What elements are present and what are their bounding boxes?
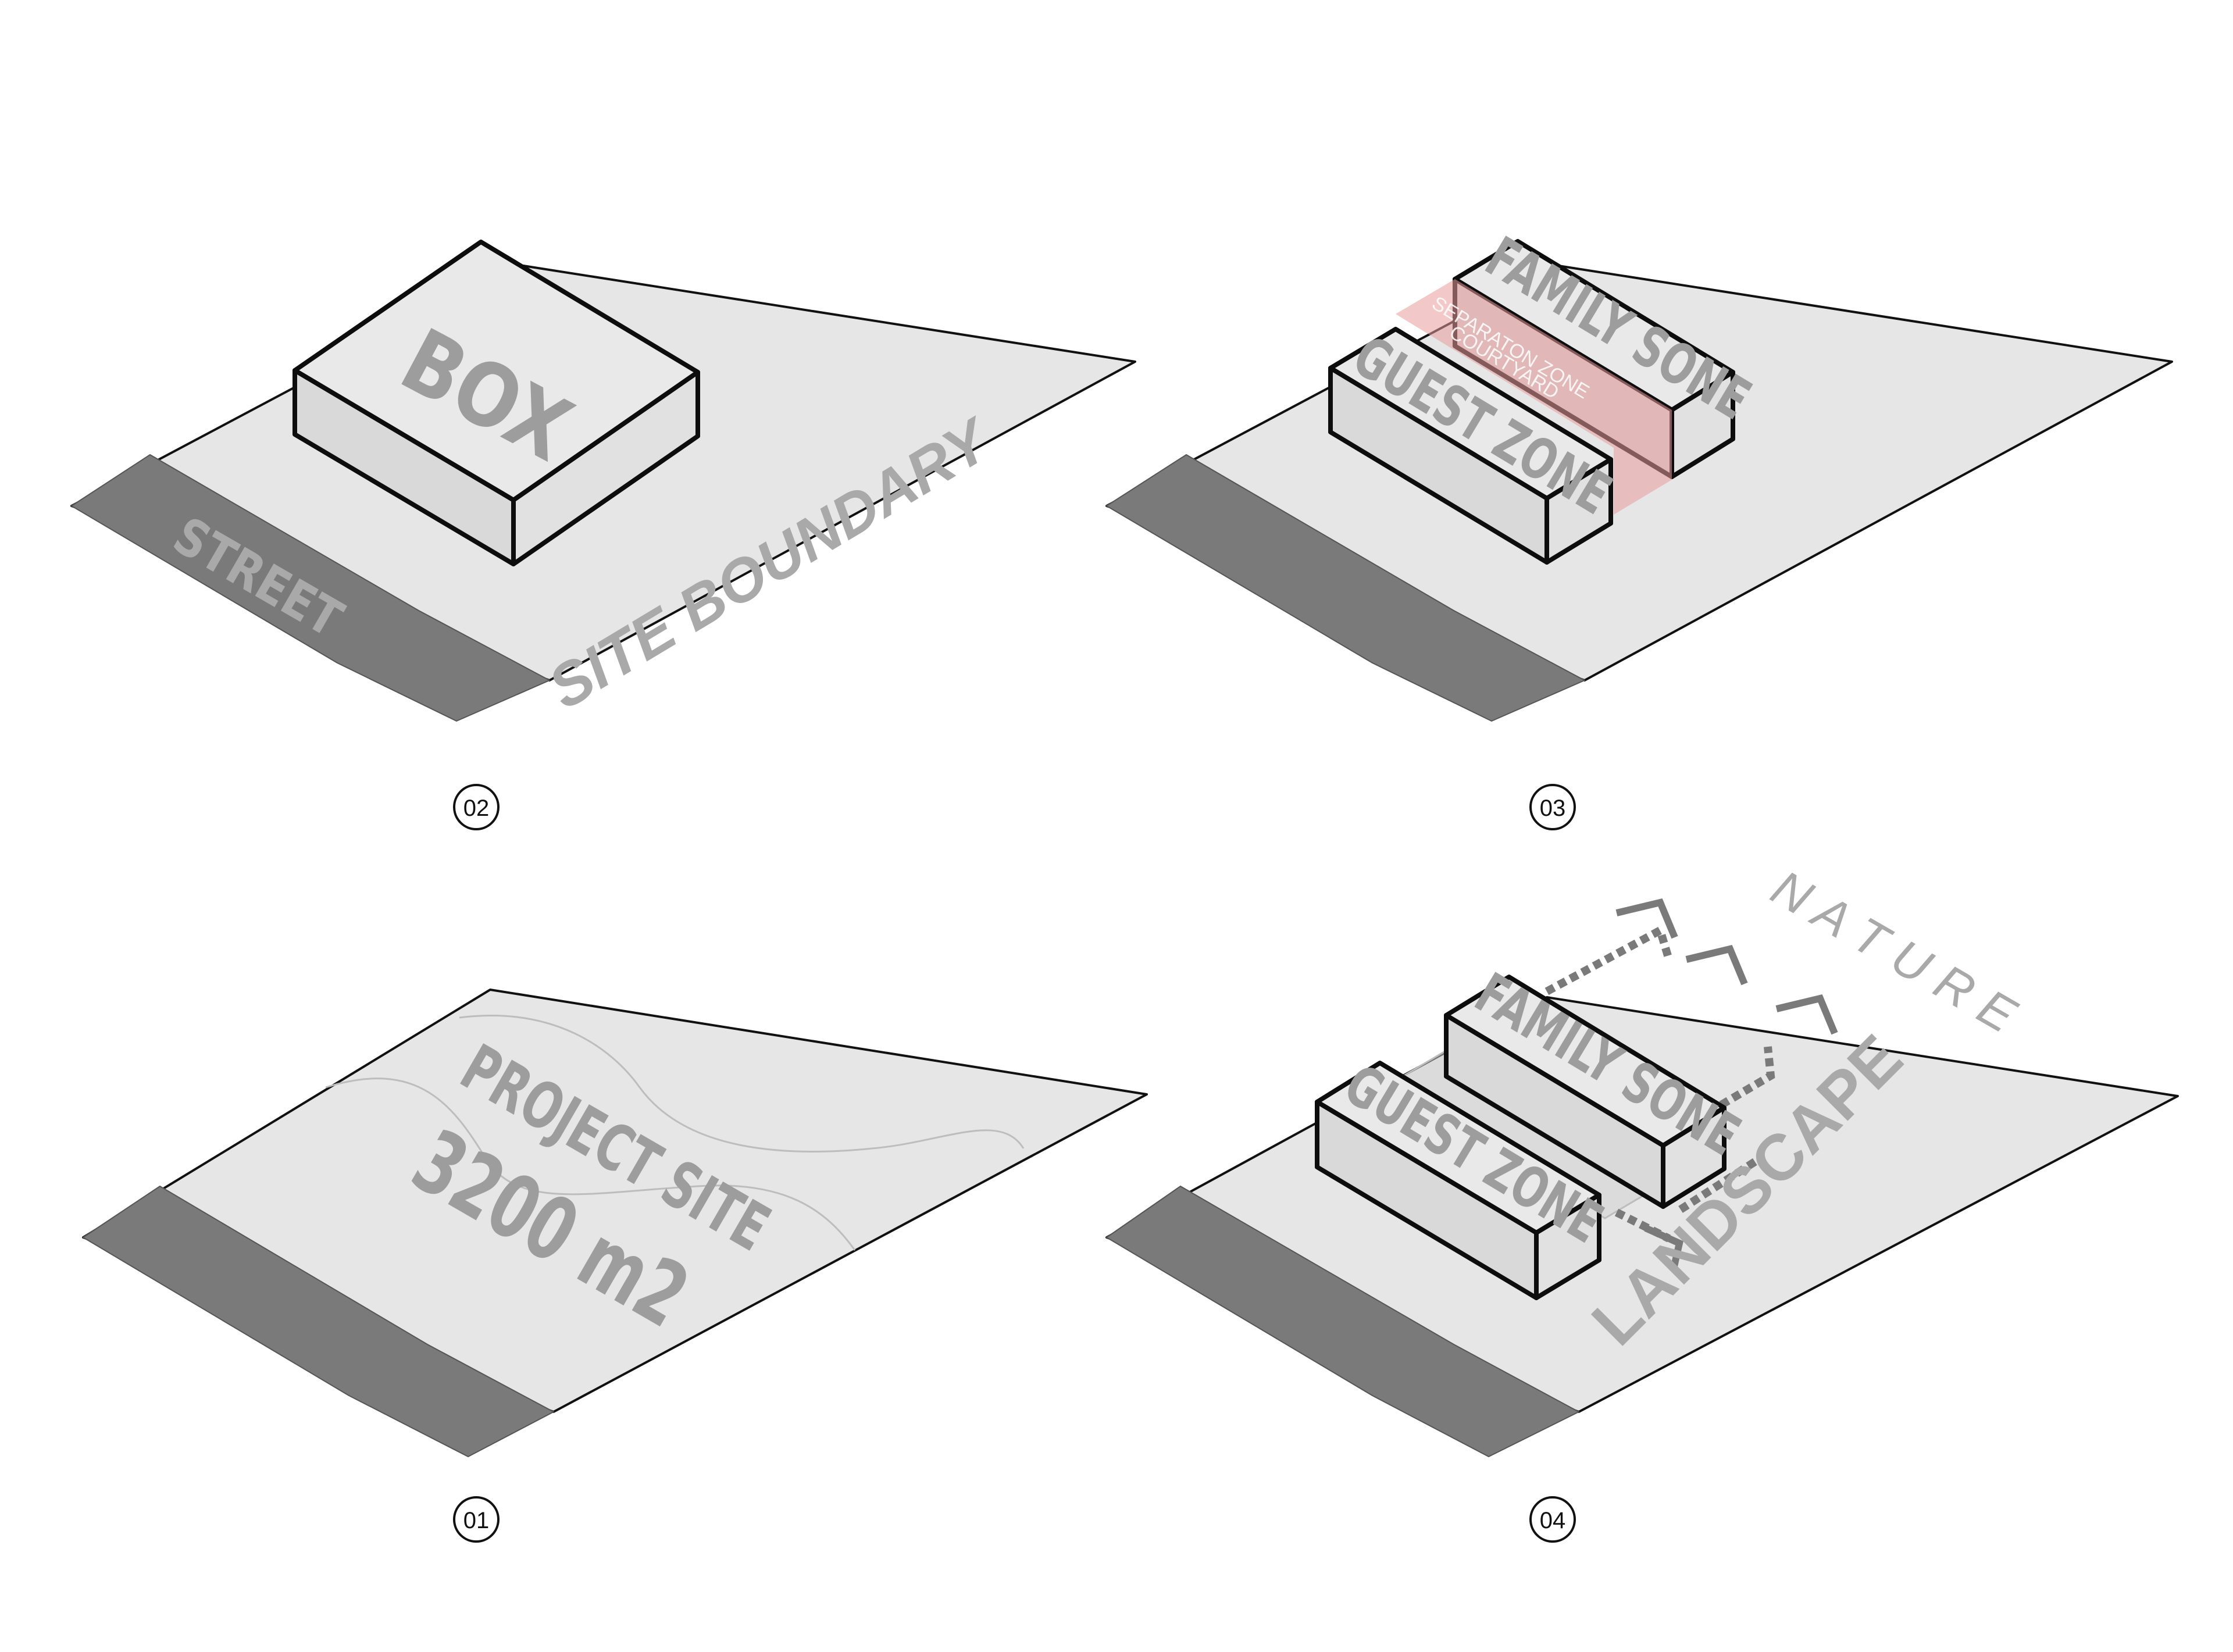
svg-text:02: 02 — [463, 795, 490, 821]
street — [71, 454, 550, 722]
chevron-arrow-icon — [1685, 944, 1748, 986]
chevron-arrow-icon — [1615, 898, 1678, 939]
guest-zone-right-face — [1534, 1193, 1601, 1300]
panel-02: BOX STREET SITE BOUNDARY 02 — [70, 240, 1136, 830]
site-plot — [82, 989, 1148, 1413]
svg-text:04: 04 — [1540, 1508, 1566, 1533]
panel-number-01: 01 — [453, 1496, 500, 1543]
contour-line — [325, 1077, 856, 1251]
chevron-arrow-icon — [1644, 1225, 1683, 1270]
view-path — [1544, 924, 1775, 1109]
panel-01: PROJECT SITE 3200 m2 01 — [82, 989, 1148, 1543]
street — [1106, 454, 1585, 722]
panel-number-04: 04 — [1529, 1496, 1576, 1543]
separation-zone — [1396, 279, 1672, 515]
view-path — [1614, 1208, 1671, 1243]
view-path — [1678, 1154, 1764, 1213]
chevron-arrow-icon — [1775, 994, 1838, 1035]
svg-text:01: 01 — [463, 1508, 490, 1533]
panel-number-03: 03 — [1529, 784, 1576, 830]
panel-04: FAMILY SONE GUEST ZONE N A T U R E LANDS… — [1105, 859, 2179, 1543]
family-zone-right-face — [1661, 1105, 1727, 1209]
nature-label: N A T U R E — [1763, 859, 2027, 1044]
svg-text:03: 03 — [1540, 795, 1566, 821]
box-right-face — [511, 370, 700, 566]
guest-zone-right-face — [1544, 457, 1613, 565]
street — [83, 1186, 554, 1457]
panel-number-02: 02 — [453, 784, 500, 830]
street — [1106, 1186, 1579, 1457]
contour-line — [459, 1015, 1025, 1153]
panel-03: FAMILY SONE SEPARATON ZONE COURTYARD GUE… — [1105, 224, 2173, 830]
